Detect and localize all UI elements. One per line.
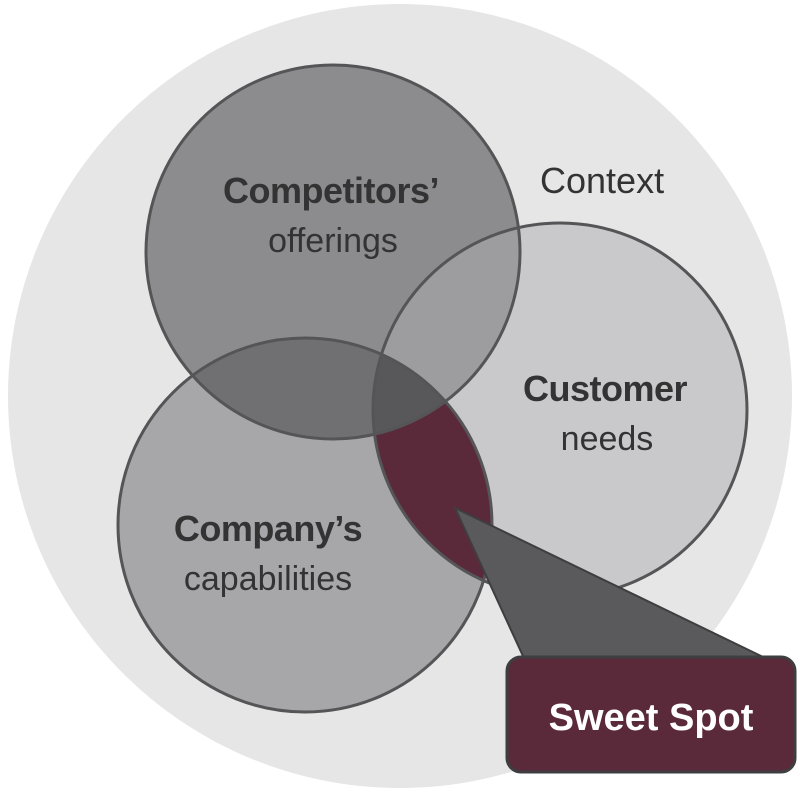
company-title: Company’s [174,508,362,549]
customer-subtitle: needs [561,420,654,458]
sweet-spot-callout-box [505,655,797,774]
sweet-spot-region [373,338,492,597]
context-label: Context [540,160,664,201]
overlap-competitors-customer [373,223,520,439]
company-subtitle: capabilities [184,560,352,598]
competitors-outline [144,63,522,441]
competitors-title: Competitors’ [223,170,439,211]
sweet-spot-label: Sweet Spot [549,697,754,739]
customer-title: Customer [523,368,688,409]
competitors-subtitle: offerings [268,222,398,260]
